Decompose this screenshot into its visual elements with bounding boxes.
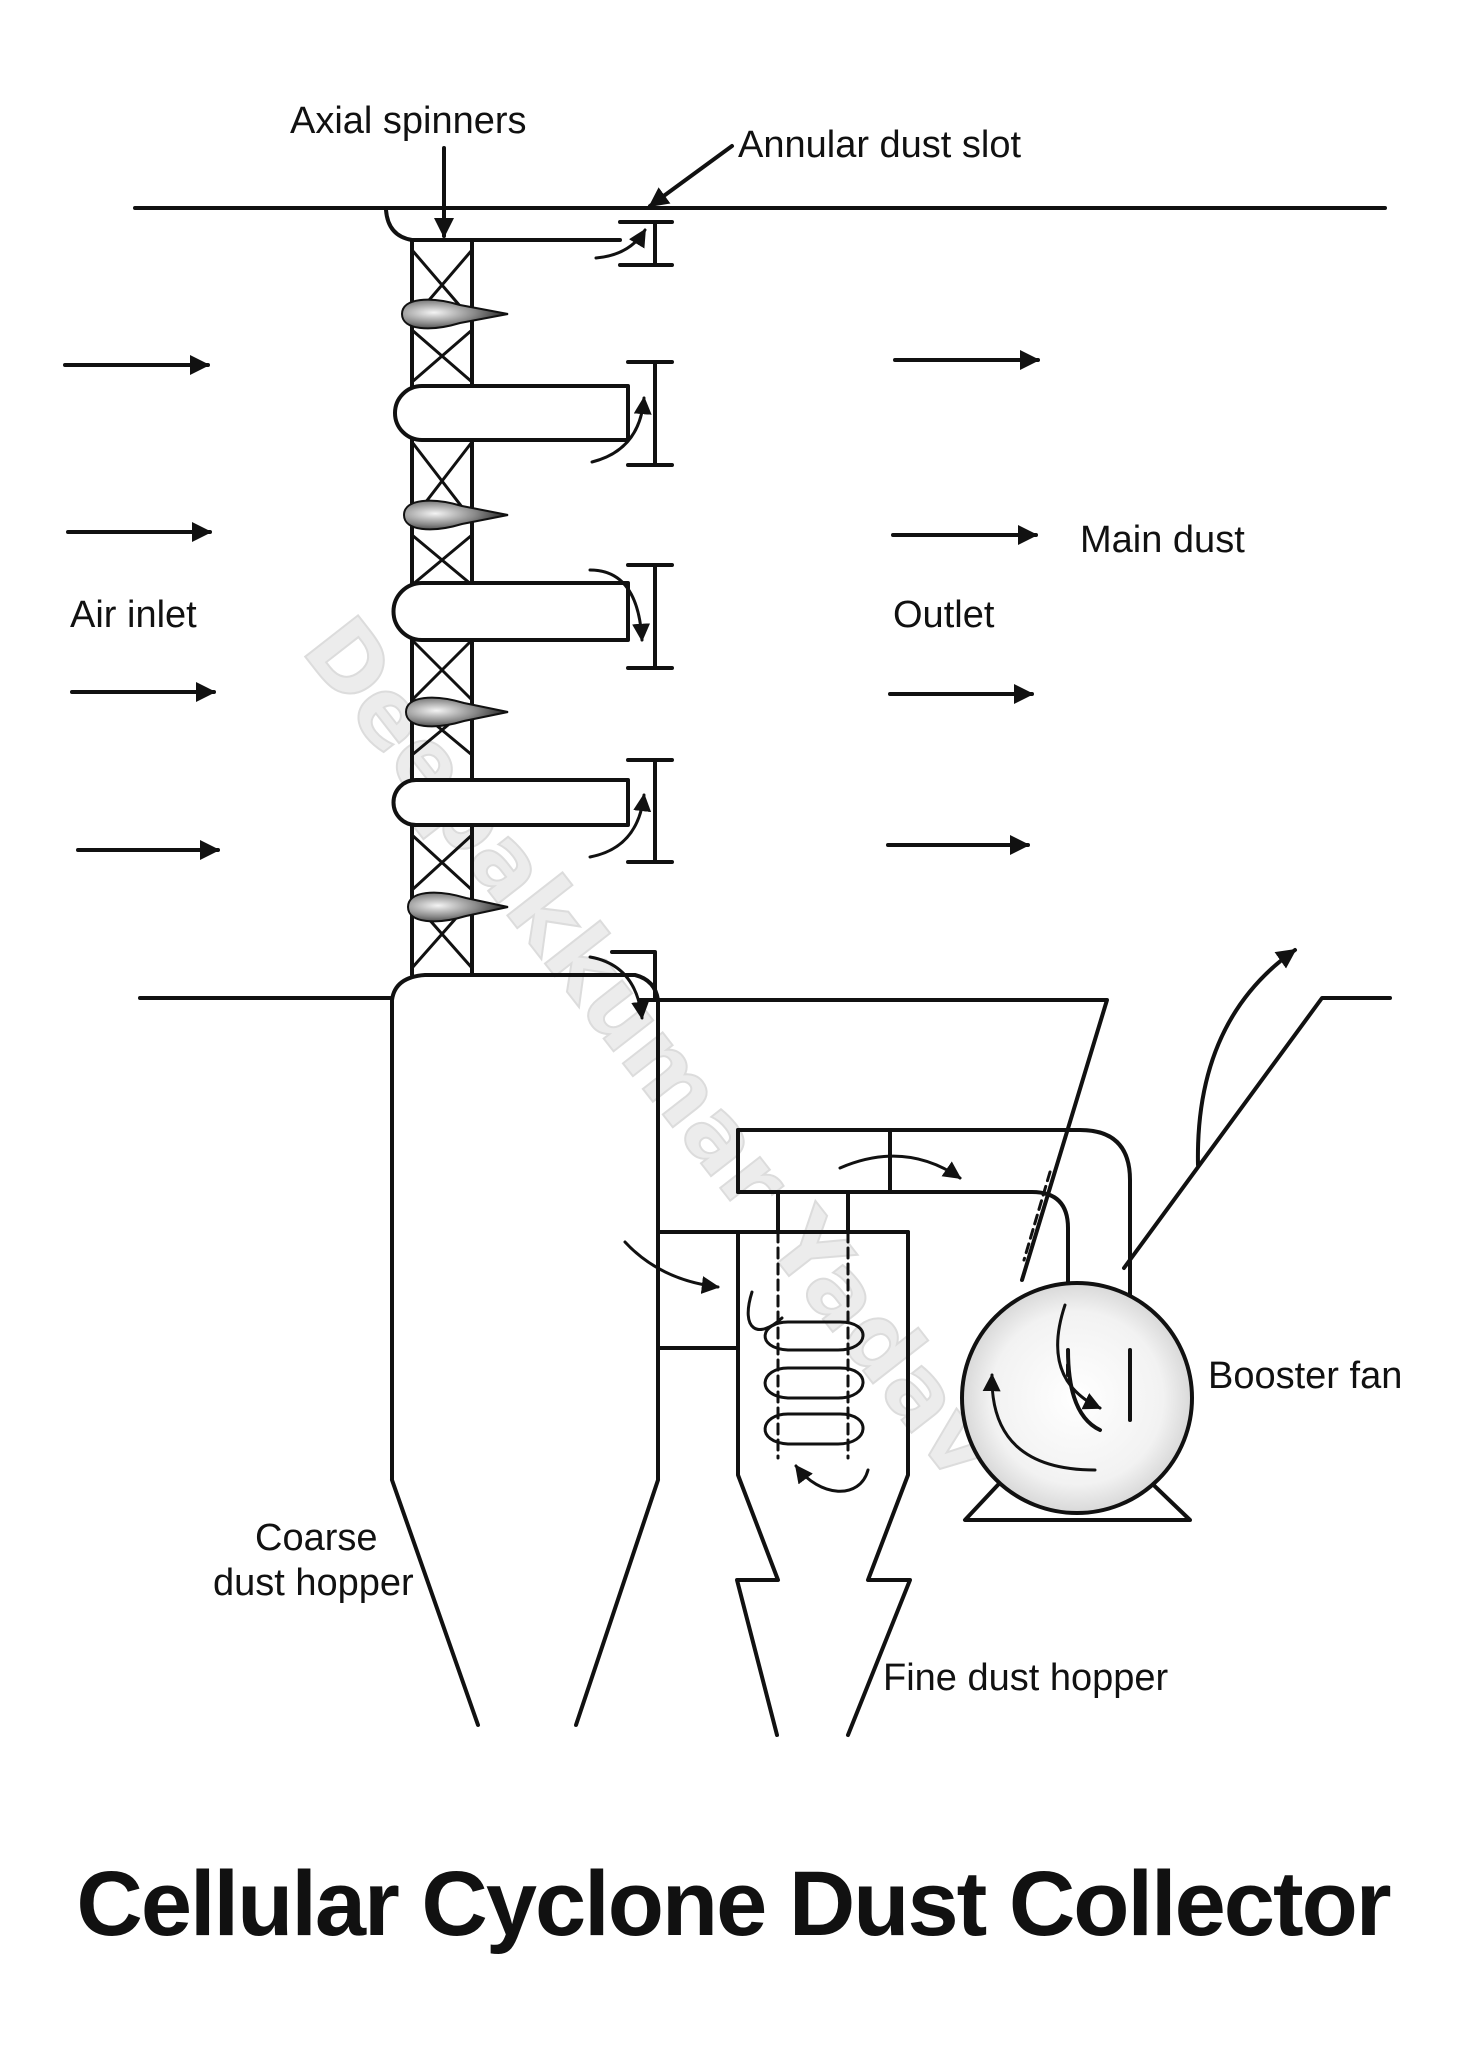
- vortex-finder: [776, 1230, 850, 1460]
- air-inlet-arrows: [63, 355, 220, 860]
- duct-hidden-edge: [1022, 1170, 1052, 1262]
- tube-1: [393, 384, 630, 442]
- outlet-arrows: [886, 350, 1040, 855]
- main-dust-label: Main dust: [1080, 519, 1245, 561]
- flow-arrow: [838, 1154, 962, 1180]
- spinner-vane: [410, 833, 474, 892]
- dust-slot-bracket: [626, 360, 674, 467]
- air-inlet-label: Air inlet: [70, 594, 197, 636]
- fan-rotation-arrow: [1056, 1303, 1102, 1410]
- booster-outlet-duct: [1122, 996, 1392, 1270]
- spinner-elements: [400, 298, 509, 923]
- outlet-label: Outlet: [893, 594, 995, 636]
- booster-fan-label: Booster fan: [1208, 1355, 1402, 1397]
- tube-3: [391, 778, 630, 827]
- dust-slot-bracket: [626, 563, 674, 670]
- cyclone-inlet-duct: [658, 1230, 740, 1350]
- spinner-vane: [410, 638, 474, 702]
- spinner-top-cap: [384, 208, 474, 242]
- fan-housing: [960, 1281, 1194, 1515]
- label-pointers: [434, 144, 734, 238]
- fan-suction-duct-inner: [736, 1190, 1070, 1377]
- coarse-hopper-body: [390, 973, 660, 1727]
- dust-arrow: [594, 228, 647, 260]
- dust-arrow: [588, 568, 651, 642]
- flow-arrow: [623, 1240, 720, 1294]
- coarse-dust-hopper: [390, 973, 660, 1727]
- spinner-blade: [402, 499, 509, 531]
- vortex-spiral: [746, 1290, 784, 1331]
- booster-fan: [960, 948, 1297, 1522]
- dust-arrow: [590, 396, 652, 464]
- annular-dust-slot-label: Annular dust slot: [738, 124, 1021, 166]
- exhaust-arrow: [1195, 948, 1297, 1167]
- fine-dust-cyclone: [623, 1128, 1132, 1737]
- fan-suction-duct-outer: [736, 1128, 1132, 1377]
- dust-slot-bracket: [626, 758, 674, 864]
- fan-inlet-curve: [1066, 1348, 1102, 1432]
- annular-dust-slots: [610, 220, 674, 1002]
- spinner-vane: [410, 533, 474, 587]
- dust-arrow: [588, 793, 652, 859]
- vortex-spiral: [763, 1366, 865, 1400]
- spinner-blade: [406, 891, 509, 923]
- dust-slot-bracket: [610, 950, 657, 1002]
- spinner-blade: [400, 298, 509, 330]
- axial-spinners-label: Axial spinners: [290, 100, 527, 142]
- spinner-vane: [410, 328, 474, 384]
- duct-walls: [133, 206, 1392, 1282]
- fine-dust-hopper-label: Fine dust hopper: [883, 1657, 1169, 1699]
- vortex-finder-neck: [776, 1190, 850, 1234]
- vortex-spiral: [763, 1412, 865, 1446]
- coarse-hopper-label-line1: Coarse: [255, 1517, 378, 1559]
- spinner-blade: [404, 696, 509, 728]
- fan-rotation-arrow: [982, 1373, 1097, 1472]
- duct-bottom-wall-right: [638, 998, 1109, 1282]
- dust-slot-bracket: [618, 220, 674, 267]
- page-title: Cellular Cyclone Dust Collector: [76, 1853, 1390, 1955]
- tube-2: [391, 581, 630, 642]
- annular-slot-pointer: [648, 144, 734, 208]
- fine-hopper-body: [735, 1230, 912, 1737]
- coarse-hopper-label-line2: dust hopper: [213, 1562, 414, 1604]
- labels: Axial spinners Annular dust slot Air inl…: [70, 100, 1402, 1699]
- vortex-return-arrow: [794, 1464, 870, 1493]
- separator-tubes: [391, 384, 630, 827]
